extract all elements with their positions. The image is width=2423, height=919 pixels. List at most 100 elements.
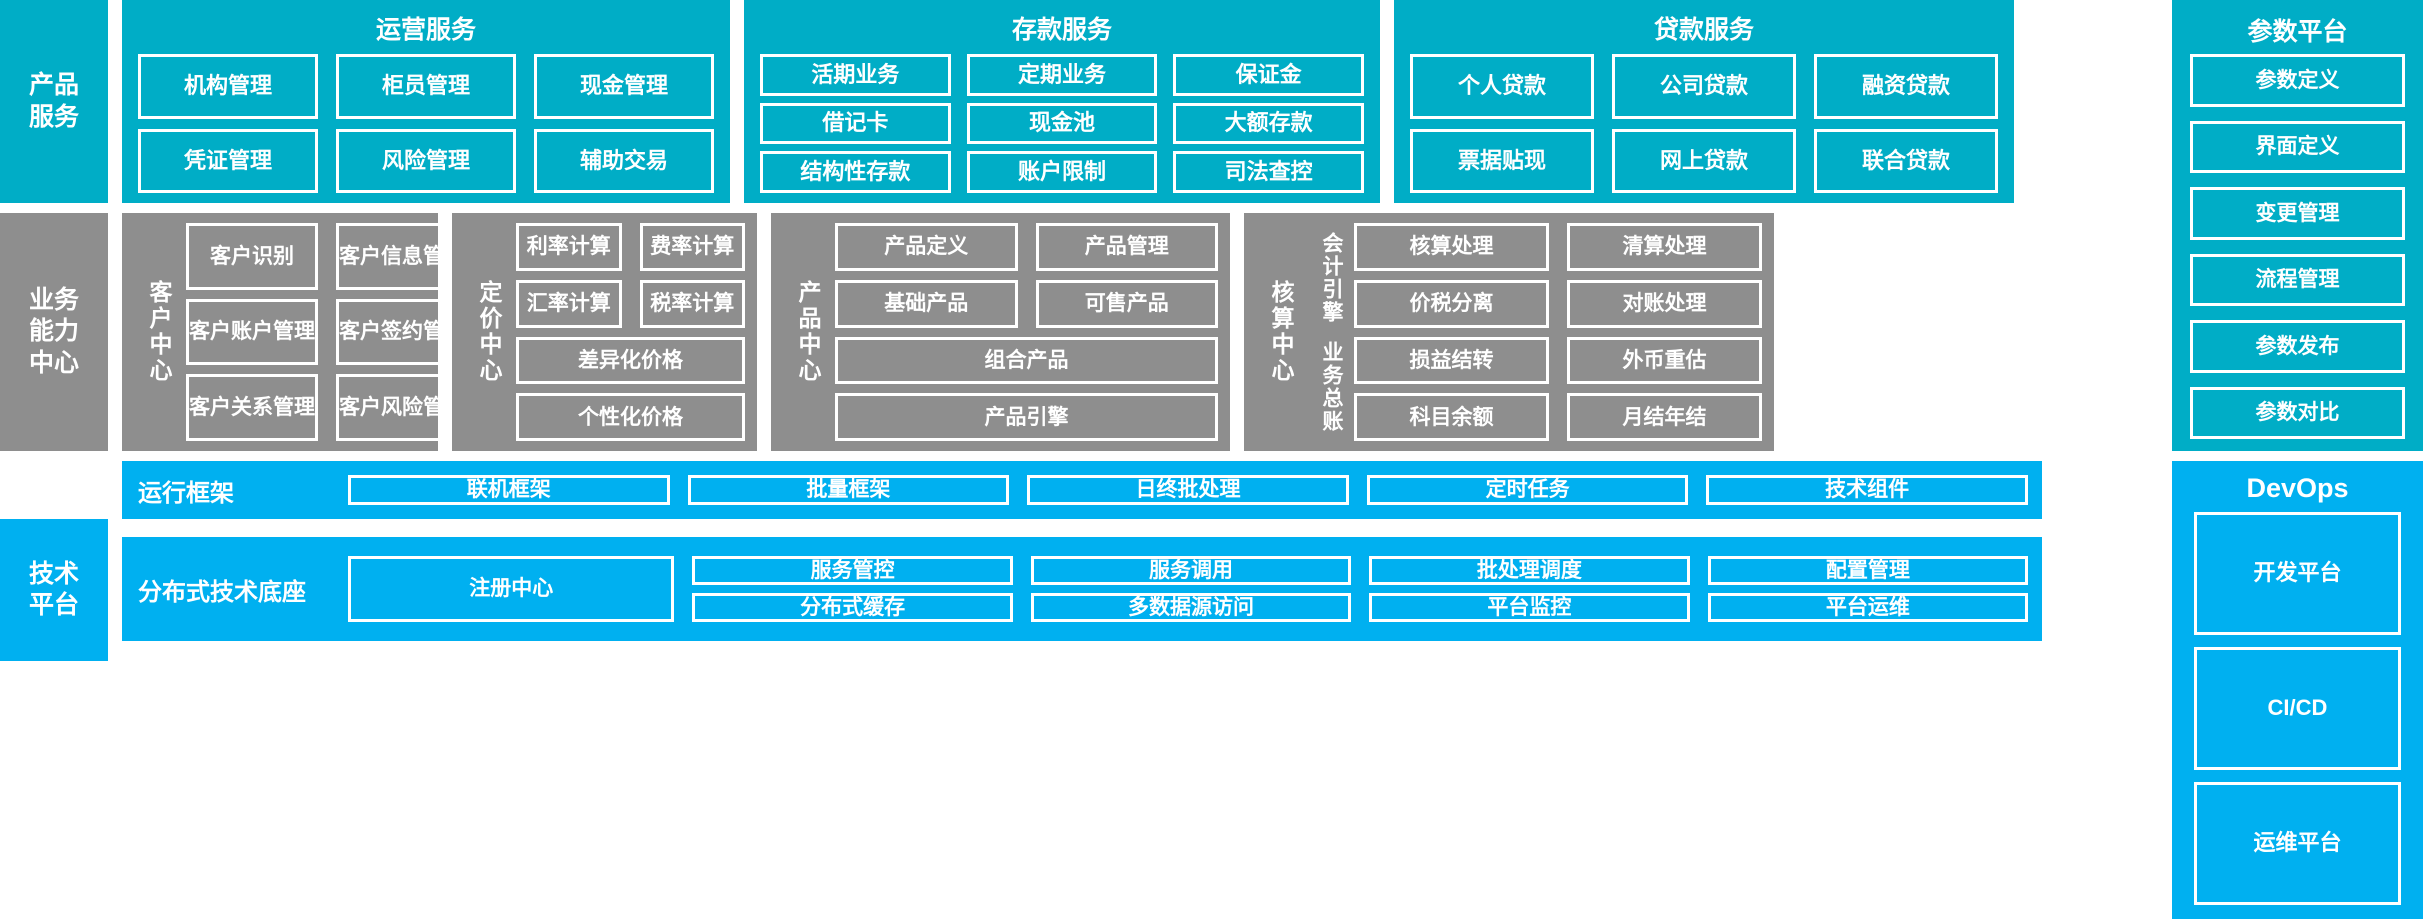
tile-pricing-3-0[interactable]: 个性化价格 bbox=[516, 393, 745, 441]
tile-accounting-1-0[interactable]: 价税分离 bbox=[1354, 279, 1549, 328]
tile-product-0-0[interactable]: 产品定义 bbox=[835, 223, 1018, 271]
tile-loan-1[interactable]: 公司贷款 bbox=[1612, 54, 1796, 119]
tile-accounting-0-0[interactable]: 核算处理 bbox=[1354, 223, 1549, 271]
center-accounting-sublabels: 会计引擎 业务总账 bbox=[1308, 223, 1354, 441]
technical-platform-layer: 技术 平台 运行框架 联机框架 批量框架 日终批处理 定时任务 技术组件 bbox=[0, 461, 2423, 919]
tile-distributed-2-0[interactable]: 批处理调度 bbox=[1369, 555, 1690, 585]
tile-distributed-2-1[interactable]: 平台监控 bbox=[1369, 593, 1690, 623]
center-product-label: 产品中心 bbox=[795, 280, 821, 384]
tile-distributed-0-0[interactable]: 服务管控 bbox=[692, 555, 1013, 585]
tech-strips: 运行框架 联机框架 批量框架 日终批处理 定时任务 技术组件 分布式技术底座 注… bbox=[122, 461, 2042, 919]
tile-operation-4[interactable]: 风险管理 bbox=[336, 128, 516, 193]
tile-devops-1[interactable]: CI/CD bbox=[2194, 647, 2401, 770]
tile-param-1[interactable]: 界面定义 bbox=[2190, 120, 2405, 173]
center-pricing-row-0: 利率计算 费率计算 bbox=[516, 223, 745, 271]
tile-deposit-6[interactable]: 结构性存款 bbox=[760, 151, 951, 193]
center-customer-row-2: 客户关系管理 客户风险管理 bbox=[186, 374, 468, 442]
tile-devops-2[interactable]: 运维平台 bbox=[2194, 782, 2401, 905]
layout-spacer bbox=[1230, 213, 1244, 451]
tile-accounting-2-0[interactable]: 损益结转 bbox=[1354, 336, 1549, 385]
tile-loan-2[interactable]: 融资贷款 bbox=[1814, 54, 1998, 119]
tile-accounting-3-1[interactable]: 月结年结 bbox=[1567, 393, 1762, 441]
tile-distributed-3-1[interactable]: 平台运维 bbox=[1707, 593, 2029, 623]
deposit-services-grid: 活期业务 定期业务 保证金 借记卡 现金池 大额存款 结构性存款 账户限制 司法… bbox=[760, 54, 1364, 193]
tile-pricing-2-0[interactable]: 差异化价格 bbox=[516, 336, 745, 385]
tile-accounting-2-1[interactable]: 外币重估 bbox=[1567, 336, 1762, 385]
tech-label-spacer bbox=[0, 461, 108, 519]
tile-runtime-1[interactable]: 批量框架 bbox=[687, 475, 1010, 505]
product-service-layer: 产品 服务 运营服务 机构管理 柜员管理 现金管理 凭证管理 风险管理 辅助交易… bbox=[0, 0, 2423, 203]
parameter-platform-panel: 参数平台 参数定义 界面定义 变更管理 流程管理 参数发布 参数对比 bbox=[2172, 0, 2423, 451]
tile-loan-3[interactable]: 票据贴现 bbox=[1410, 128, 1594, 193]
tile-product-3-0[interactable]: 产品引擎 bbox=[835, 393, 1218, 441]
distributed-foundation-items: 注册中心 服务管控 分布式缓存 服务调用 多数据源访问 批处理调度 平台监控 bbox=[348, 555, 2029, 623]
tile-deposit-5[interactable]: 大额存款 bbox=[1173, 102, 1364, 145]
tile-deposit-1[interactable]: 定期业务 bbox=[966, 54, 1158, 96]
tile-pricing-1-0[interactable]: 汇率计算 bbox=[516, 279, 622, 328]
tile-accounting-3-0[interactable]: 科目余额 bbox=[1354, 393, 1549, 441]
tile-deposit-2[interactable]: 保证金 bbox=[1173, 54, 1364, 96]
center-pricing-label: 定价中心 bbox=[476, 280, 502, 384]
tile-distributed-0-1[interactable]: 分布式缓存 bbox=[692, 593, 1013, 623]
tile-runtime-2[interactable]: 日终批处理 bbox=[1027, 475, 1349, 505]
tile-product-1-0[interactable]: 基础产品 bbox=[835, 279, 1018, 328]
tile-distributed-1-1[interactable]: 多数据源访问 bbox=[1030, 593, 1352, 623]
tile-param-5[interactable]: 参数对比 bbox=[2190, 386, 2405, 439]
tile-pricing-1-1[interactable]: 税率计算 bbox=[639, 279, 745, 328]
distributed-col-3: 配置管理 平台运维 bbox=[1707, 555, 2029, 623]
tile-devops-0[interactable]: 开发平台 bbox=[2194, 512, 2401, 635]
tile-product-1-1[interactable]: 可售产品 bbox=[1035, 279, 1218, 328]
center-accounting-label: 核算中心 bbox=[1268, 280, 1294, 384]
product-layer-label-line1: 产品 bbox=[28, 71, 79, 100]
center-product-row-1: 基础产品 可售产品 bbox=[835, 279, 1218, 328]
loan-services-grid: 个人贷款 公司贷款 融资贷款 票据贴现 网上贷款 联合贷款 bbox=[1410, 54, 1998, 193]
devops-panel: DevOps 开发平台 CI/CD 运维平台 bbox=[2172, 461, 2423, 919]
business-capability-layer: 业务 能力 中心 客户中心 客户识别 客户信息管理 客户账户管理 客户签约管理 … bbox=[0, 213, 2423, 451]
center-product-row-0: 产品定义 产品管理 bbox=[835, 223, 1218, 271]
devops-title: DevOps bbox=[2246, 473, 2349, 503]
tile-loan-4[interactable]: 网上贷款 bbox=[1612, 128, 1796, 193]
group-deposit-services: 存款服务 活期业务 定期业务 保证金 借记卡 现金池 大额存款 结构性存款 账户… bbox=[744, 0, 1380, 203]
tile-param-4[interactable]: 参数发布 bbox=[2190, 320, 2405, 373]
layout-spacer bbox=[438, 213, 452, 451]
tile-deposit-4[interactable]: 现金池 bbox=[966, 102, 1158, 145]
tile-deposit-8[interactable]: 司法查控 bbox=[1173, 151, 1364, 193]
tile-operation-1[interactable]: 柜员管理 bbox=[336, 54, 516, 119]
tile-deposit-7[interactable]: 账户限制 bbox=[966, 151, 1158, 193]
tile-operation-5[interactable]: 辅助交易 bbox=[534, 128, 714, 193]
tile-pricing-0-1[interactable]: 费率计算 bbox=[639, 223, 745, 271]
tile-loan-0[interactable]: 个人贷款 bbox=[1410, 54, 1594, 119]
tile-operation-2[interactable]: 现金管理 bbox=[534, 54, 714, 119]
tile-customer-1-0[interactable]: 客户账户管理 bbox=[186, 298, 318, 366]
tile-distributed-3-0[interactable]: 配置管理 bbox=[1707, 555, 2029, 585]
center-accounting-row-1: 价税分离 对账处理 bbox=[1354, 279, 1762, 328]
strip-title-distributed: 分布式技术底座 bbox=[138, 578, 306, 606]
tile-distributed-1-0[interactable]: 服务调用 bbox=[1030, 555, 1352, 585]
tile-operation-3[interactable]: 凭证管理 bbox=[138, 128, 318, 193]
parameter-platform-title: 参数平台 bbox=[2247, 18, 2348, 46]
tile-runtime-3[interactable]: 定时任务 bbox=[1366, 475, 1689, 505]
tile-product-2-0[interactable]: 组合产品 bbox=[835, 336, 1218, 385]
tile-param-2[interactable]: 变更管理 bbox=[2190, 187, 2405, 240]
tile-loan-5[interactable]: 联合贷款 bbox=[1814, 128, 1998, 193]
tile-runtime-4[interactable]: 技术组件 bbox=[1706, 475, 2028, 505]
tile-param-0[interactable]: 参数定义 bbox=[2190, 54, 2405, 107]
tile-pricing-0-0[interactable]: 利率计算 bbox=[516, 223, 622, 271]
tile-runtime-0[interactable]: 联机框架 bbox=[348, 475, 670, 505]
tile-deposit-3[interactable]: 借记卡 bbox=[760, 102, 951, 145]
layout-spacer bbox=[108, 213, 122, 451]
tile-customer-2-0[interactable]: 客户关系管理 bbox=[186, 374, 318, 442]
tile-accounting-1-1[interactable]: 对账处理 bbox=[1567, 279, 1762, 328]
tile-registry-center[interactable]: 注册中心 bbox=[348, 555, 675, 623]
tile-accounting-0-1[interactable]: 清算处理 bbox=[1567, 223, 1762, 271]
tile-deposit-0[interactable]: 活期业务 bbox=[760, 54, 951, 96]
tile-param-3[interactable]: 流程管理 bbox=[2190, 253, 2405, 306]
tile-operation-0[interactable]: 机构管理 bbox=[138, 54, 318, 119]
tile-product-0-1[interactable]: 产品管理 bbox=[1035, 223, 1218, 271]
layout-spacer bbox=[108, 461, 122, 919]
tile-customer-0-0[interactable]: 客户识别 bbox=[186, 223, 318, 290]
capability-layer-label: 业务 能力 中心 bbox=[0, 213, 108, 451]
distributed-col-0: 服务管控 分布式缓存 bbox=[692, 555, 1013, 623]
group-loan-services: 贷款服务 个人贷款 公司贷款 融资贷款 票据贴现 网上贷款 联合贷款 bbox=[1394, 0, 2014, 203]
center-pricing: 定价中心 利率计算 费率计算 汇率计算 税率计算 差异化价格 个性化价格 bbox=[452, 213, 757, 451]
